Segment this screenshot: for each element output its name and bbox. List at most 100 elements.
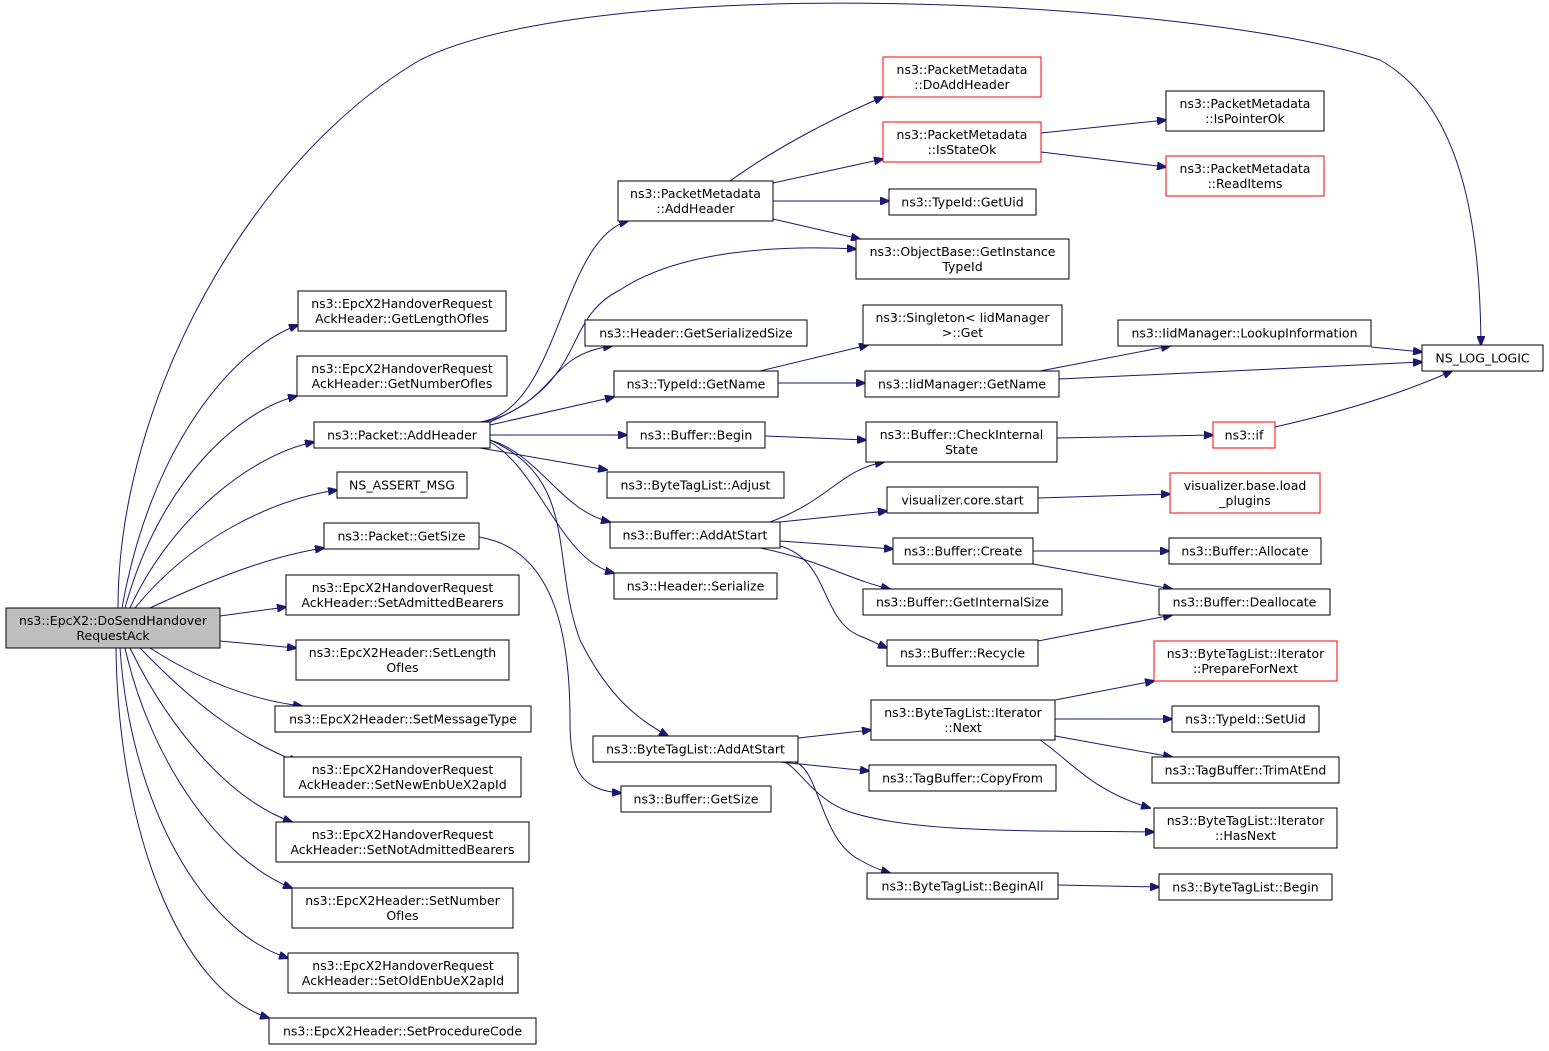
node-label-getLengthOfIes-0: ns3::EpcX2HandoverRequest [311, 296, 493, 311]
node-pmDoAddHeader[interactable]: ns3::PacketMetadata::DoAddHeader [882, 56, 1042, 98]
node-box-tagBufferCopyFrom [868, 764, 1057, 792]
node-pmAddHeader[interactable]: ns3::PacketMetadata::AddHeader [617, 180, 774, 222]
node-box-ns_log_logic [1421, 344, 1544, 372]
node-label-visualizerBaseLoadPlugins-1: _plugins [1218, 493, 1270, 508]
edge-byteTagListBeginAll-to-byteTagListBegin [1057, 885, 1159, 887]
node-label-tagBufferCopyFrom-0: ns3::TagBuffer::CopyFrom [882, 771, 1043, 786]
edge-bufferAddAtStart-to-bufferCheckInternalState [769, 462, 884, 523]
node-label-setLengthOfIes-0: ns3::EpcX2Header::SetLength [309, 645, 496, 660]
node-byteTagListBeginAll[interactable]: ns3::ByteTagList::BeginAll [866, 872, 1059, 900]
node-setAdmittedBearers[interactable]: ns3::EpcX2HandoverRequestAckHeader::SetA… [285, 574, 520, 616]
node-label-root-0: ns3::EpcX2::DoSendHandover [19, 613, 208, 628]
edge-iidManagerGetName-to-iidManagerLookupInformation [1039, 346, 1170, 372]
node-label-pmAddHeader-1: ::AddHeader [656, 201, 735, 216]
node-label-iteratorHasNext-0: ns3::ByteTagList::Iterator [1167, 813, 1325, 828]
node-bufferAllocate[interactable]: ns3::Buffer::Allocate [1168, 537, 1322, 565]
node-getLengthOfIes[interactable]: ns3::EpcX2HandoverRequestAckHeader::GetL… [297, 290, 507, 332]
edge-root-to-setMessageType [149, 647, 302, 706]
node-bufferGetSize[interactable]: ns3::Buffer::GetSize [620, 785, 772, 813]
edge-root-to-setAdmittedBearers [219, 607, 286, 617]
node-label-bufferGetSize-0: ns3::Buffer::GetSize [634, 792, 759, 807]
node-box-pmReadItems [1165, 155, 1325, 197]
node-byteTagListAddAtStart[interactable]: ns3::ByteTagList::AddAtStart [592, 735, 799, 763]
edge-root-to-setOldEnbUeX2apId [119, 647, 288, 958]
node-visualizerBaseLoadPlugins[interactable]: visualizer.base.load_plugins [1169, 472, 1321, 514]
node-label-getNumberOfIes-1: AckHeader::GetNumberOfIes [312, 376, 493, 391]
node-ns3If[interactable]: ns3::if [1212, 421, 1276, 449]
node-setNewEnbUeX2apId[interactable]: ns3::EpcX2HandoverRequestAckHeader::SetN… [283, 756, 522, 798]
node-box-setNumberOfIes [291, 887, 514, 929]
node-box-getNumberOfIes [296, 355, 508, 397]
node-singletonGet[interactable]: ns3::Singleton< IidManager>::Get [862, 304, 1063, 346]
node-headerGetSerializedSize[interactable]: ns3::Header::GetSerializedSize [584, 319, 808, 347]
node-bufferGetInternalSize[interactable]: ns3::Buffer::GetInternalSize [862, 588, 1063, 616]
node-box-typeIdGetUid [888, 188, 1037, 216]
node-setMessageType[interactable]: ns3::EpcX2Header::SetMessageType [274, 705, 532, 733]
node-setProcedureCode[interactable]: ns3::EpcX2Header::SetProcedureCode [268, 1017, 537, 1045]
edge-pmIsStateOk-to-pmReadItems [1040, 151, 1166, 167]
node-bufferBegin[interactable]: ns3::Buffer::Begin [626, 421, 766, 449]
node-box-setLengthOfIes [295, 639, 510, 681]
node-byteTagListBegin[interactable]: ns3::ByteTagList::Begin [1158, 873, 1333, 901]
node-iteratorNext[interactable]: ns3::ByteTagList::Iterator::Next [870, 699, 1056, 741]
node-label-setMessageType-0: ns3::EpcX2Header::SetMessageType [289, 712, 517, 727]
node-typeIdGetName[interactable]: ns3::TypeId::GetName [613, 370, 779, 398]
node-bufferRecycle[interactable]: ns3::Buffer::Recycle [886, 639, 1039, 667]
node-label-bufferCheckInternalState-1: State [945, 442, 978, 457]
node-iteratorPrepareForNext[interactable]: ns3::ByteTagList::Iterator::PrepareForNe… [1153, 640, 1338, 682]
node-bufferDeallocate[interactable]: ns3::Buffer::Deallocate [1158, 588, 1331, 616]
node-typeIdGetUid[interactable]: ns3::TypeId::GetUid [888, 188, 1037, 216]
node-headerSerialize[interactable]: ns3::Header::Serialize [613, 572, 778, 600]
edge-packetAddHeader-to-typeIdGetName [489, 397, 614, 426]
node-label-setLengthOfIes-1: OfIes [386, 660, 418, 675]
node-box-visualizerBaseLoadPlugins [1169, 472, 1321, 514]
node-pmIsPointerOk[interactable]: ns3::PacketMetadata::IsPointerOk [1165, 90, 1325, 132]
edge-root-to-setNumberOfIes [124, 647, 292, 888]
node-box-getLengthOfIes [297, 290, 507, 332]
node-getNumberOfIes[interactable]: ns3::EpcX2HandoverRequestAckHeader::GetN… [296, 355, 508, 397]
node-packetGetSize[interactable]: ns3::Packet::GetSize [323, 522, 480, 550]
node-bufferCreate[interactable]: ns3::Buffer::Create [892, 537, 1034, 565]
node-box-pmDoAddHeader [882, 56, 1042, 98]
edge-packetAddHeader-to-pmAddHeader [479, 221, 628, 423]
node-typeIdSetUid[interactable]: ns3::TypeId::SetUid [1171, 705, 1320, 733]
node-ns_log_logic[interactable]: NS_LOG_LOGIC [1421, 344, 1544, 372]
node-label-iteratorPrepareForNext-0: ns3::ByteTagList::Iterator [1167, 646, 1325, 661]
node-label-pmAddHeader-0: ns3::PacketMetadata [630, 186, 761, 201]
node-bufferAddAtStart[interactable]: ns3::Buffer::AddAtStart [609, 521, 781, 549]
node-iidManagerGetName[interactable]: ns3::IidManager::GetName [864, 370, 1060, 398]
node-iteratorHasNext[interactable]: ns3::ByteTagList::Iterator::HasNext [1153, 807, 1338, 849]
edge-pmAddHeader-to-objectBaseGetInstanceTypeId [772, 218, 860, 239]
node-byteTagListAdjust[interactable]: ns3::ByteTagList::Adjust [606, 471, 785, 499]
node-label-setAdmittedBearers-0: ns3::EpcX2HandoverRequest [312, 580, 494, 595]
node-setNotAdmittedBearers[interactable]: ns3::EpcX2HandoverRequestAckHeader::SetN… [275, 821, 530, 863]
node-box-bufferAddAtStart [609, 521, 781, 549]
node-label-headerSerialize-0: ns3::Header::Serialize [627, 579, 765, 594]
node-pmIsStateOk[interactable]: ns3::PacketMetadata::IsStateOk [882, 121, 1042, 163]
node-packetAddHeader[interactable]: ns3::Packet::AddHeader [313, 421, 491, 449]
node-pmReadItems[interactable]: ns3::PacketMetadata::ReadItems [1165, 155, 1325, 197]
node-label-iteratorPrepareForNext-1: ::PrepareForNext [1193, 661, 1298, 676]
node-box-bufferRecycle [886, 639, 1039, 667]
node-label-getLengthOfIes-1: AckHeader::GetLengthOfIes [315, 311, 489, 326]
edges-layer [115, 2, 1481, 1018]
node-nsAssertMsg[interactable]: NS_ASSERT_MSG [336, 471, 468, 499]
node-setOldEnbUeX2apId[interactable]: ns3::EpcX2HandoverRequestAckHeader::SetO… [287, 952, 519, 994]
node-label-pmReadItems-0: ns3::PacketMetadata [1180, 161, 1311, 176]
edge-iidManagerLookupInformation-to-ns_log_logic [1370, 346, 1422, 352]
edge-root-to-setNotAdmittedBearers [129, 647, 292, 822]
node-label-pmDoAddHeader-1: ::DoAddHeader [914, 77, 1010, 92]
node-iidManagerLookupInformation[interactable]: ns3::IidManager::LookupInformation [1117, 319, 1372, 347]
node-label-iidManagerGetName-0: ns3::IidManager::GetName [878, 377, 1046, 392]
node-tagBufferTrimAtEnd[interactable]: ns3::TagBuffer::TrimAtEnd [1151, 756, 1340, 784]
node-visualizerCoreStart[interactable]: visualizer.core.start [886, 486, 1039, 514]
edge-packetAddHeader-to-headerSerialize [489, 441, 614, 573]
node-tagBufferCopyFrom[interactable]: ns3::TagBuffer::CopyFrom [868, 764, 1057, 792]
edge-byteTagListAddAtStart-to-iteratorHasNext [784, 761, 1154, 832]
